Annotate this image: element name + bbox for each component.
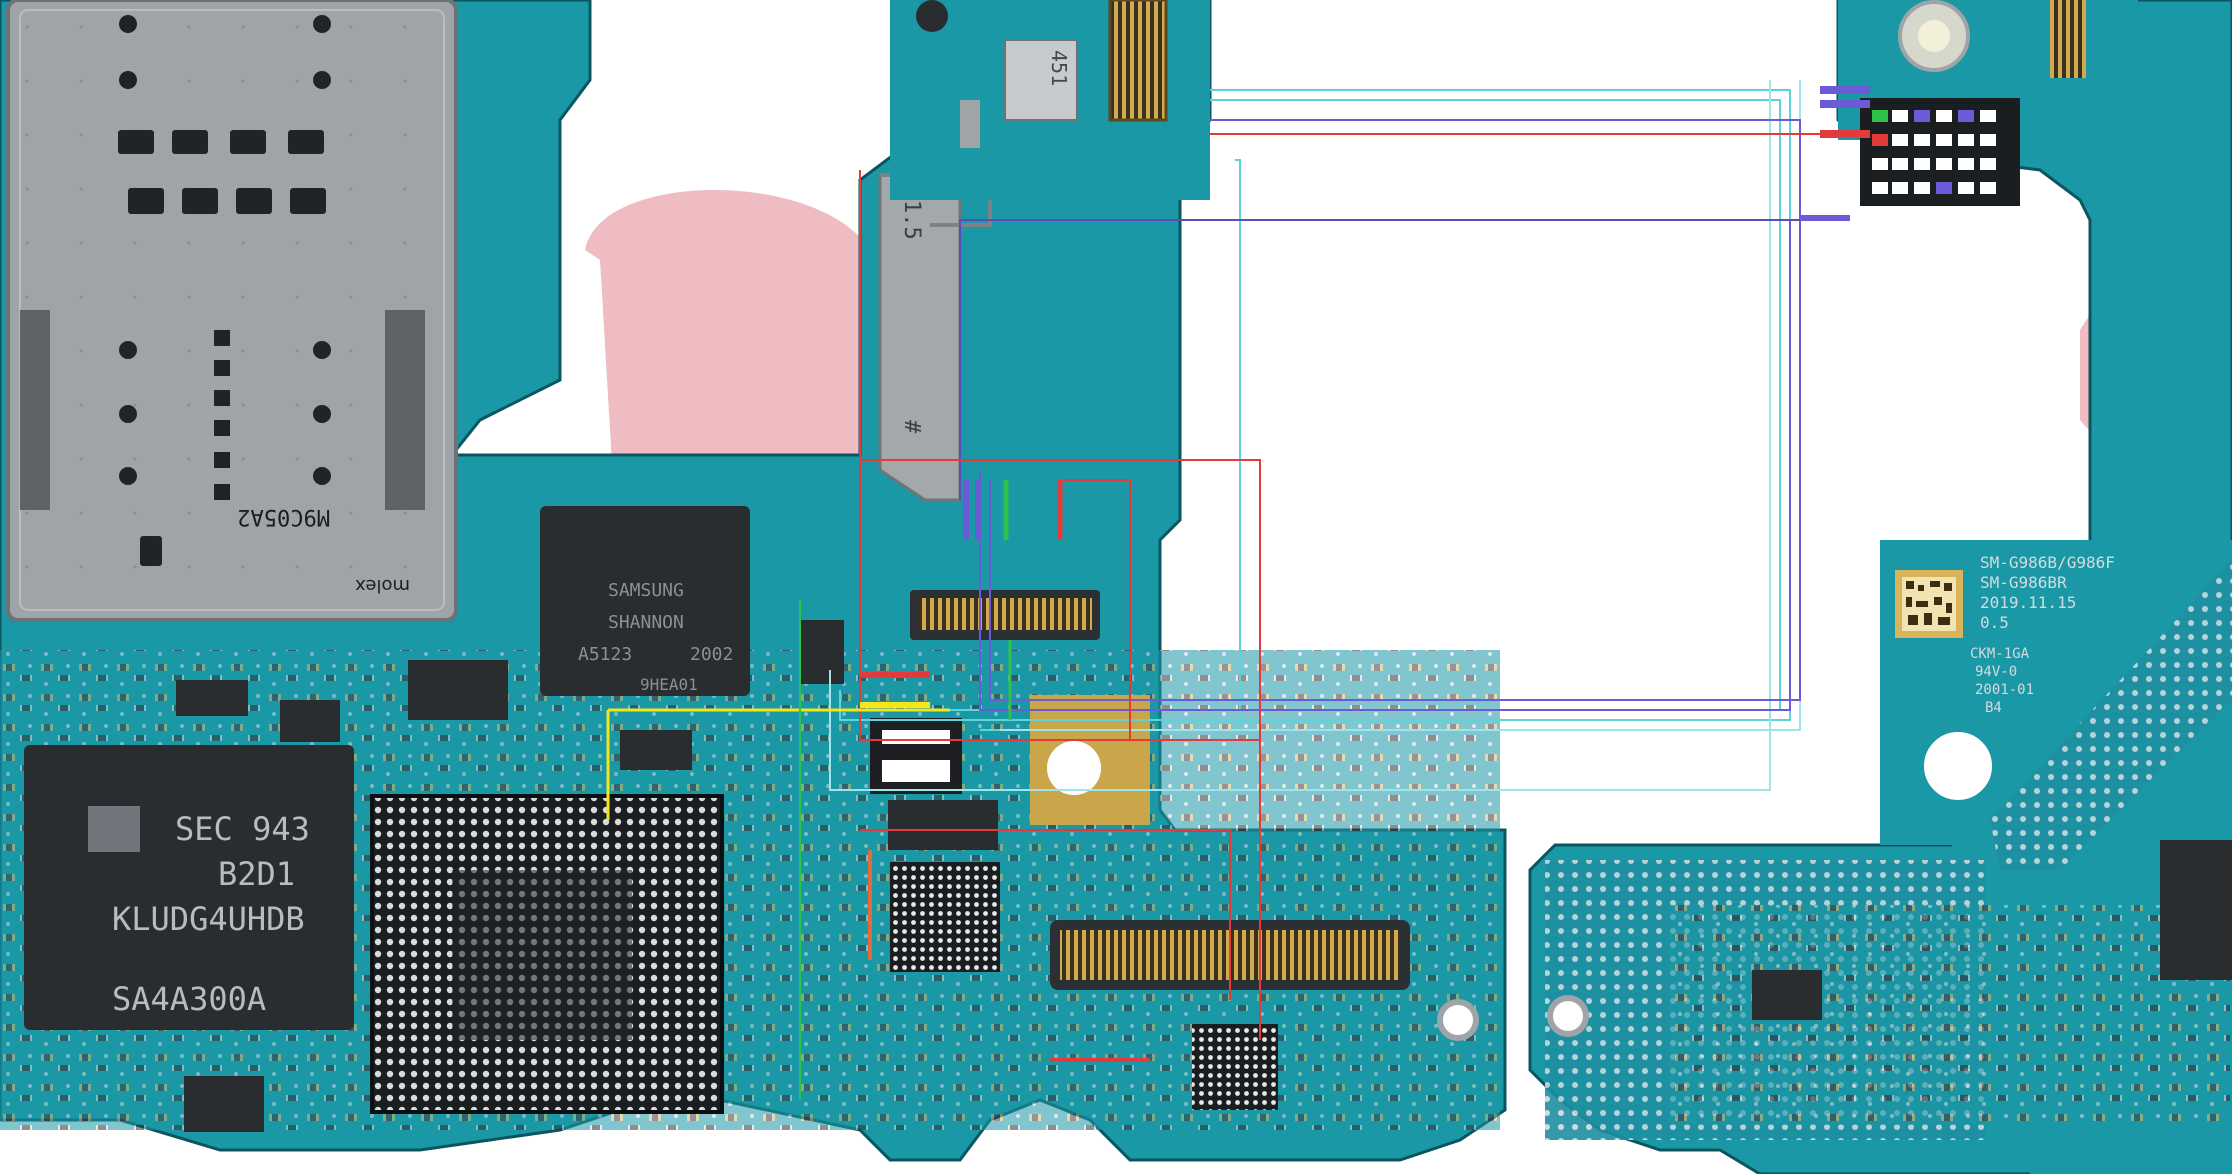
right-ic-2 [1752,970,1822,1020]
storage-chip-line1: SEC 943 [175,810,310,848]
ccm-line-2: 94V-0 [1975,664,2017,680]
connector-mark: 451 [1047,50,1071,86]
right-ic [2160,840,2232,980]
modem-chip [540,506,750,696]
mounting-hole-right-2 [1920,728,1996,804]
sim-tray-shield [6,0,458,622]
ccm-line: CKM-1GA [1970,646,2030,662]
storage-chip-line2: B2D1 [218,855,295,893]
modem-part: A5123 [578,644,632,665]
schematic-overlay [606,80,1870,1100]
display-connector [910,590,1100,640]
ccm-line-3: 2001-01 [1975,682,2034,698]
small-ics-left [176,620,998,1132]
bracket-mark-1: 1.5 [899,200,924,240]
storage-chip [24,745,354,1030]
model-line-1: SM-G986B/G986F [1980,553,2115,572]
via-strip [1990,560,2232,870]
gold-ground-plate [1030,695,1150,825]
qr-code [1895,570,1963,638]
molex-mark: molex [355,575,410,596]
ccm-line-4: B4 [1985,700,2002,716]
model-line-2: SM-G986BR [1980,573,2067,592]
bracket-mark-2: # [899,420,924,434]
sim-tray-code: M9C05A2 [237,504,330,529]
marked-grid-ic-colors [1872,110,1974,194]
modem-lot: 9HEA01 [640,675,698,694]
rev-line: 0.5 [1980,613,2009,632]
mounting-hole-bottom-left [1437,999,1479,1041]
soc-bga-footprint [370,794,724,1114]
mounting-hole-right [1547,995,1589,1037]
top-connector-assembly [890,0,1210,200]
pmic-bga [890,862,1278,1110]
date-line: 2019.11.15 [1980,593,2076,612]
modem-date: 2002 [690,644,733,665]
modem-brand: SAMSUNG [608,580,684,601]
marked-ic [870,718,962,794]
storage-chip-line4: SA4A300A [112,980,266,1018]
modem-name: SHANNON [608,612,684,633]
storage-chip-line3: KLUDG4UHDB [112,900,305,938]
